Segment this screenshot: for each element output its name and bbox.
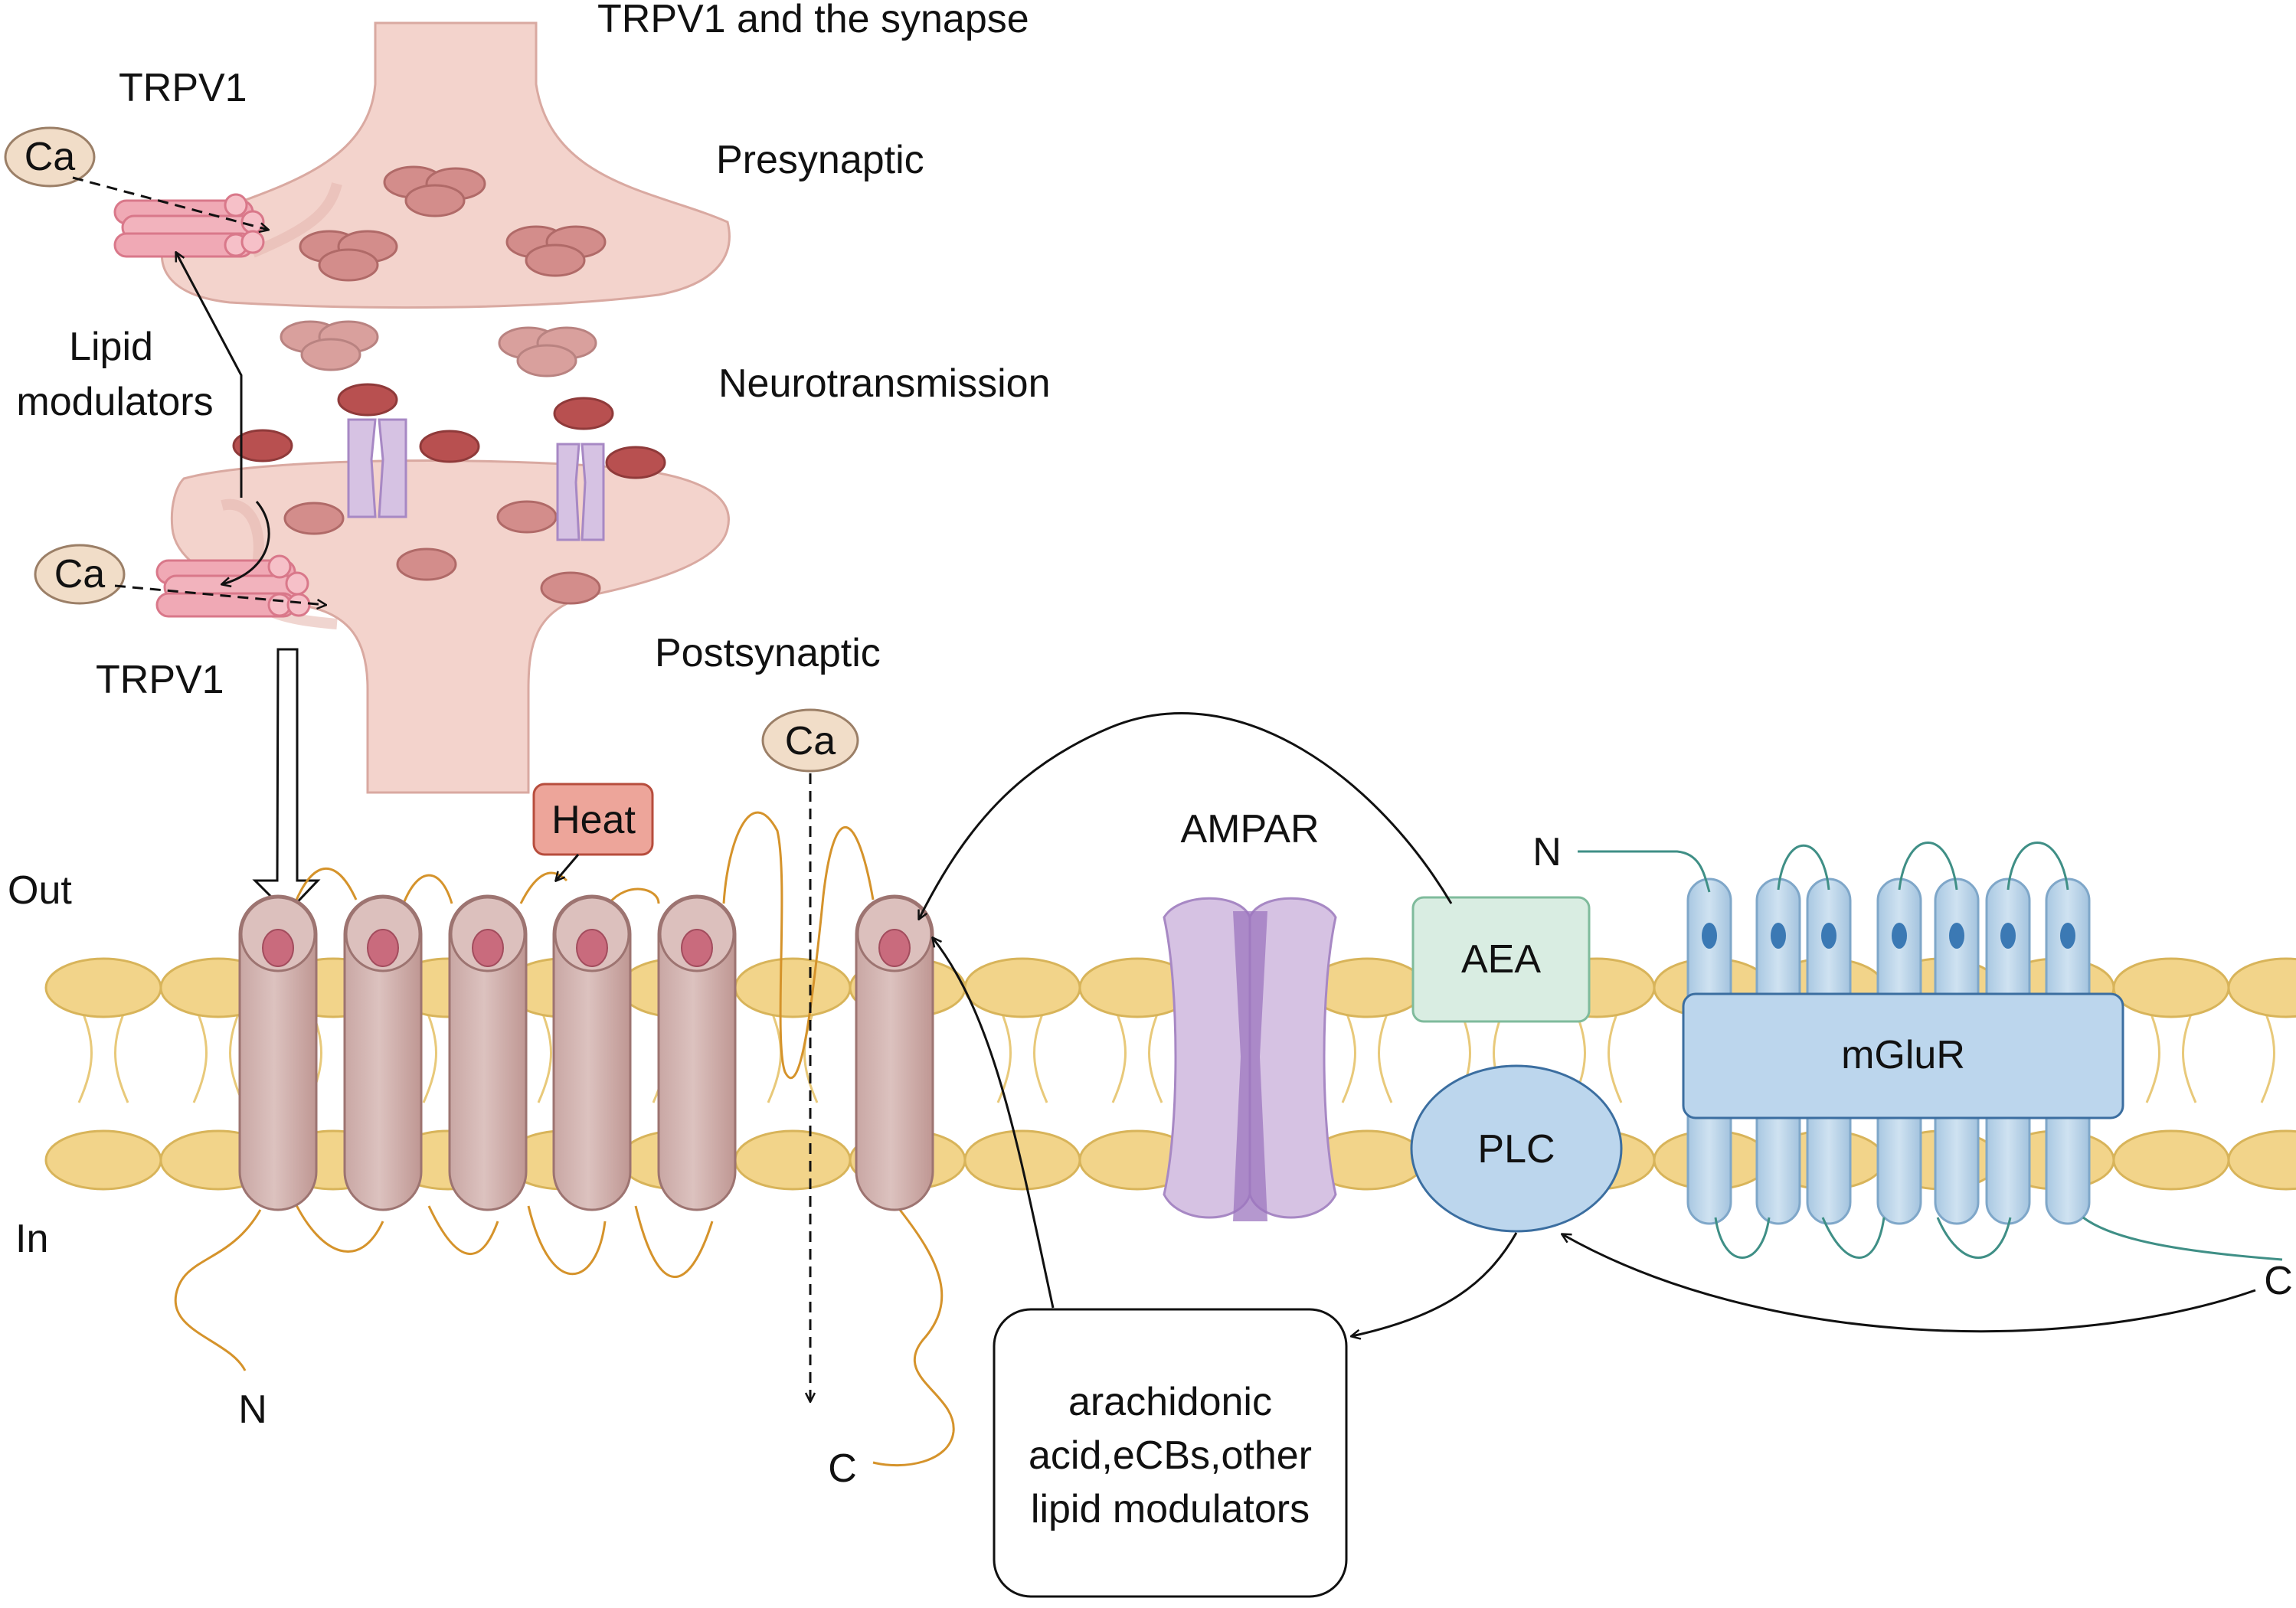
aea-to-trpv1-arrow: [919, 712, 1453, 919]
in-label: In: [15, 1217, 48, 1261]
ca-label-membrane: Ca: [785, 719, 836, 763]
lipid-box-line-3: lipid modulators: [1031, 1487, 1310, 1531]
synaptic-receptor-2: [556, 443, 605, 541]
synapse-illustration: Ca Ca: [4, 21, 731, 915]
vesicle-cluster: [299, 165, 607, 282]
postsynaptic-terminal: [170, 459, 730, 794]
lipid-modulators-label-line-1: Lipid: [69, 325, 153, 369]
lipid-box-line-2: acid,eCBs,other: [1029, 1433, 1312, 1478]
trpv1-helix: [657, 894, 737, 1211]
ca-ion-postsynaptic: Ca: [34, 544, 126, 605]
lipid-molecule: [1078, 957, 1196, 1191]
lipid-molecule: [2112, 957, 2230, 1191]
trpv1-helix: [448, 894, 528, 1211]
ca-influx-arrow-pre: [72, 176, 268, 230]
lipid-modulators-label-line-2: modulators: [16, 380, 213, 424]
ca-influx-arrow-post: [114, 584, 325, 605]
plc-to-lipid-arrow: [1352, 1232, 1518, 1336]
lipid-modulators-box: arachidonic acid,eCBs,other lipid modula…: [993, 1308, 1348, 1598]
trpv1-loops: [174, 811, 955, 1467]
synaptic-receptor-1: [347, 418, 407, 518]
ca-ion-presynaptic: Ca: [4, 126, 96, 188]
lipid-molecule: [2227, 957, 2296, 1191]
ca-label-presynaptic: Ca: [25, 135, 76, 179]
trpv1-n-terminus-label: N: [238, 1387, 267, 1432]
lipid-molecule: [1308, 957, 1426, 1191]
trpv1-helix: [238, 894, 318, 1211]
presynaptic-label: Presynaptic: [716, 138, 924, 182]
trpv1-c-terminus-label: C: [828, 1446, 857, 1491]
aea-box: AEA: [1411, 896, 1591, 1023]
postsynaptic-label: Postsynaptic: [655, 631, 881, 675]
plc-enzyme: PLC: [1410, 1064, 1623, 1233]
lipid-molecule: [44, 957, 162, 1191]
trpv1-channel-presynaptic: [113, 193, 265, 258]
ca-ion-membrane: Ca: [761, 708, 859, 1401]
postsynaptic-vesicles: [283, 500, 601, 605]
plc-label: PLC: [1477, 1127, 1555, 1172]
lipid-modulator-arrow-up: [176, 253, 243, 498]
mglur-to-plc-arrow: [1562, 1234, 2256, 1333]
lipid-molecule: [963, 957, 1081, 1191]
heat-arrow: [556, 854, 580, 881]
diagram-title: TRPV1 and the synapse: [597, 0, 1029, 41]
neurotransmitters: [232, 383, 666, 479]
ca-label-postsynaptic: Ca: [54, 552, 106, 596]
mglur-c-terminus-label: C: [2264, 1259, 2293, 1303]
aea-label: AEA: [1461, 937, 1541, 982]
trpv1-channel-postsynaptic: [155, 554, 311, 618]
released-vesicles: [280, 320, 597, 377]
mglur-n-terminus-label: N: [1532, 830, 1562, 874]
trpv1-helix: [552, 894, 632, 1211]
lipid-box-line-1: arachidonic: [1068, 1380, 1272, 1424]
mglur-loops: [1578, 842, 2283, 1261]
mglur-receptor: mGluR: [1578, 842, 2283, 1261]
lipid-molecule: [734, 957, 852, 1191]
trpv1-helix: [343, 894, 423, 1211]
ampar-label: AMPAR: [1180, 807, 1319, 851]
lipid-modulator-arrow-down: [222, 501, 270, 584]
mglur-label: mGluR: [1841, 1033, 1965, 1077]
lipid-to-trpv1-arrow: [933, 938, 1055, 1309]
pathway-arrows: [919, 712, 2256, 1336]
heat-label: Heat: [551, 798, 636, 842]
trpv1-label-top: TRPV1: [119, 66, 247, 110]
trpv1-transmembrane-segments: [238, 894, 934, 1211]
trpv1-helix: [855, 894, 934, 1211]
heat-stimulus: Heat: [532, 783, 654, 881]
trpv1-label-bottom: TRPV1: [96, 658, 224, 702]
ampar-receptor: [1163, 897, 1337, 1221]
out-label: Out: [8, 868, 72, 913]
hollow-down-arrow: [252, 648, 321, 915]
neurotransmission-label: Neurotransmission: [718, 361, 1051, 406]
